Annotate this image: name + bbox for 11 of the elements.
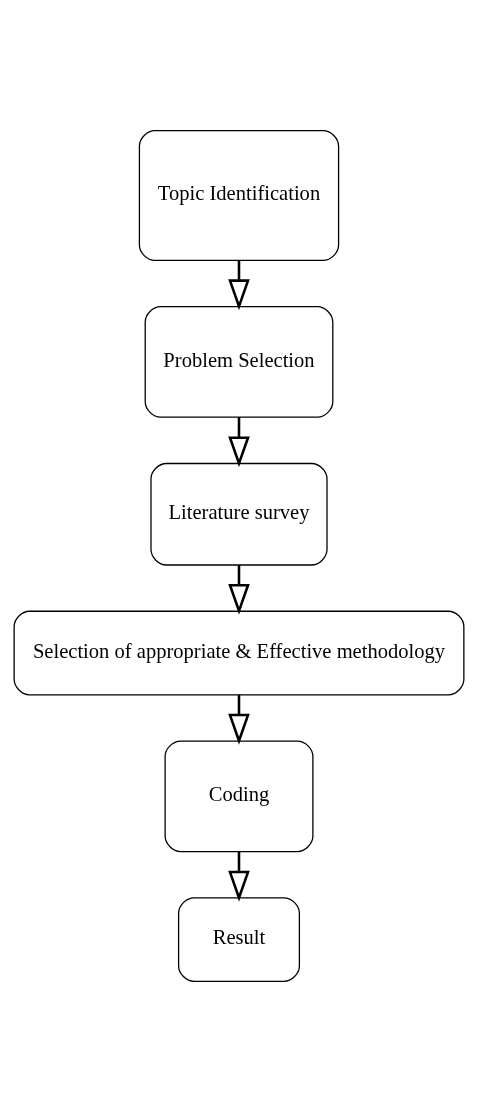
- arrow: [227, 851, 250, 902]
- node-box: Coding: [164, 739, 313, 852]
- arrow: [227, 694, 250, 745]
- node-box: Selection of appropriate & Effective methodology: [13, 610, 464, 695]
- node-box: Problem Selection: [144, 305, 333, 418]
- arrow: [227, 564, 250, 615]
- node-box: Literature survey: [149, 462, 328, 566]
- node-box: Topic Identification: [138, 129, 339, 261]
- arrow: [227, 260, 250, 310]
- arrow: [227, 416, 250, 467]
- node-box: Result: [177, 896, 300, 982]
